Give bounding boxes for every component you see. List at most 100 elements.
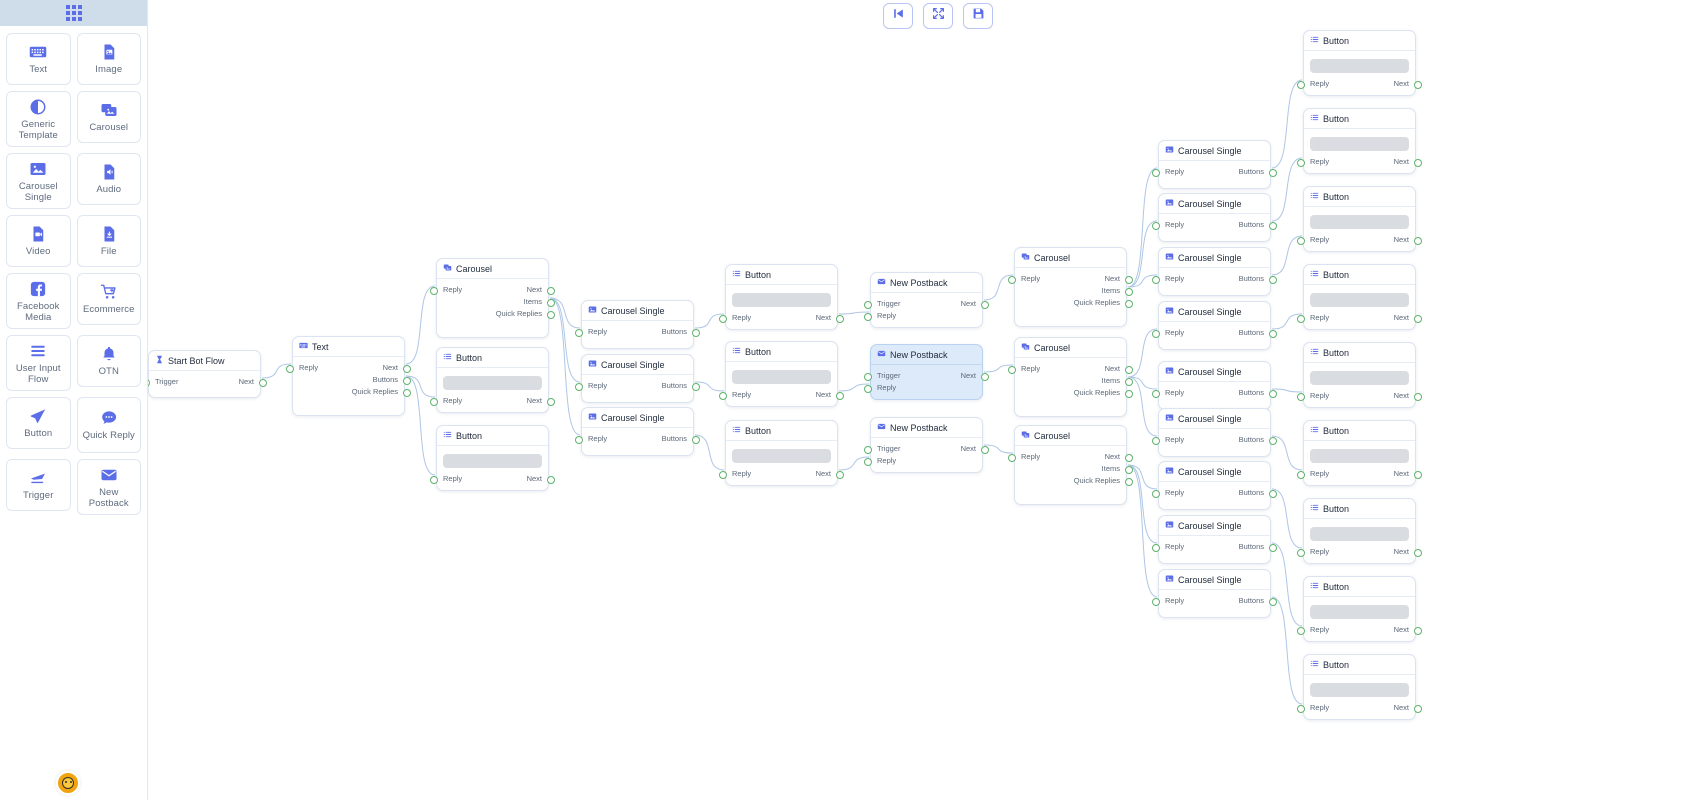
port-out-items[interactable]: Items: [523, 297, 556, 307]
port-in-trigger[interactable]: Trigger: [863, 371, 901, 381]
port-out-quick-replies[interactable]: Quick Replies: [495, 309, 556, 319]
port-out-next[interactable]: Next: [526, 396, 556, 406]
port-in-reply[interactable]: Reply: [429, 285, 463, 295]
port-out-quick-replies[interactable]: Quick Replies: [1073, 298, 1134, 308]
port-in-reply[interactable]: Reply: [1007, 274, 1041, 284]
port-out-next[interactable]: Next: [1104, 274, 1134, 284]
port-out-buttons[interactable]: Buttons: [1238, 328, 1278, 338]
palette-item-image[interactable]: Image: [76, 33, 141, 85]
port-out-next[interactable]: Next: [382, 363, 412, 373]
port-in-reply[interactable]: Reply: [1151, 542, 1185, 552]
port-out-next[interactable]: Next: [526, 474, 556, 484]
port-out-items[interactable]: Items: [1101, 376, 1134, 386]
port-in-reply[interactable]: Reply: [1151, 435, 1185, 445]
palette-item-facebook-media[interactable]: Facebook Media: [6, 273, 71, 329]
port-in-reply[interactable]: Reply: [1151, 274, 1185, 284]
port-out-next[interactable]: Next: [1393, 625, 1423, 635]
port-out-next[interactable]: Next: [1393, 79, 1423, 89]
port-in-reply[interactable]: Reply: [574, 434, 608, 444]
port-in-reply[interactable]: Reply: [574, 327, 608, 337]
port-out-next[interactable]: Next: [1104, 364, 1134, 374]
port-in-reply[interactable]: Reply: [1151, 328, 1185, 338]
port-out-quick-replies[interactable]: Quick Replies: [351, 387, 412, 397]
palette-item-text[interactable]: Text: [6, 33, 71, 85]
port-out-buttons[interactable]: Buttons: [661, 434, 701, 444]
port-in-reply[interactable]: Reply: [1296, 235, 1330, 245]
port-in-reply[interactable]: Reply: [863, 383, 900, 393]
port-in-reply[interactable]: Reply: [718, 390, 752, 400]
palette-item-carousel-single[interactable]: Carousel Single: [6, 153, 71, 209]
port-out-buttons[interactable]: Buttons: [661, 327, 701, 337]
port-in-reply[interactable]: Reply: [718, 313, 752, 323]
port-out-next[interactable]: Next: [1393, 703, 1423, 713]
fit-view-button[interactable]: [923, 3, 953, 29]
port-out-buttons[interactable]: Buttons: [372, 375, 412, 385]
port-out-items[interactable]: Items: [1101, 286, 1134, 296]
port-out-next[interactable]: Next: [526, 285, 556, 295]
port-in-reply[interactable]: Reply: [574, 381, 608, 391]
port-out-quick-replies[interactable]: Quick Replies: [1073, 476, 1134, 486]
port-in-reply[interactable]: Reply: [1296, 391, 1330, 401]
port-out-next[interactable]: Next: [238, 377, 268, 387]
go-to-start-button[interactable]: [883, 3, 913, 29]
port-out-items[interactable]: Items: [1101, 464, 1134, 474]
port-out-quick-replies[interactable]: Quick Replies: [1073, 388, 1134, 398]
port-in-reply[interactable]: Reply: [429, 396, 463, 406]
port-out-next[interactable]: Next: [815, 313, 845, 323]
port-in-reply[interactable]: Reply: [718, 469, 752, 479]
palette-item-video[interactable]: Video: [6, 215, 71, 267]
port-in-reply[interactable]: Reply: [285, 363, 319, 373]
port-in-reply[interactable]: Reply: [1296, 313, 1330, 323]
port-in-trigger[interactable]: Trigger: [863, 444, 901, 454]
port-in-reply[interactable]: Reply: [429, 474, 463, 484]
port-out-next[interactable]: Next: [815, 469, 845, 479]
port-out-buttons[interactable]: Buttons: [1238, 167, 1278, 177]
port-out-buttons[interactable]: Buttons: [1238, 274, 1278, 284]
port-out-buttons[interactable]: Buttons: [1238, 542, 1278, 552]
palette-item-quick-reply[interactable]: Quick Reply: [76, 397, 141, 453]
save-button[interactable]: [963, 3, 993, 29]
port-in-reply[interactable]: Reply: [1007, 452, 1041, 462]
port-out-buttons[interactable]: Buttons: [1238, 435, 1278, 445]
port-in-reply[interactable]: Reply: [1151, 388, 1185, 398]
port-out-buttons[interactable]: Buttons: [1238, 388, 1278, 398]
palette-item-user-input-flow[interactable]: User Input Flow: [6, 335, 71, 391]
port-in-reply[interactable]: Reply: [1151, 167, 1185, 177]
port-out-buttons[interactable]: Buttons: [1238, 596, 1278, 606]
port-out-next[interactable]: Next: [1104, 452, 1134, 462]
palette-item-button[interactable]: Button: [6, 397, 71, 449]
port-in-reply[interactable]: Reply: [1151, 488, 1185, 498]
port-in-reply[interactable]: Reply: [863, 311, 900, 321]
port-in-reply[interactable]: Reply: [1151, 220, 1185, 230]
port-out-next[interactable]: Next: [1393, 157, 1423, 167]
port-in-reply[interactable]: Reply: [1296, 547, 1330, 557]
palette-item-trigger[interactable]: Trigger: [6, 459, 71, 511]
